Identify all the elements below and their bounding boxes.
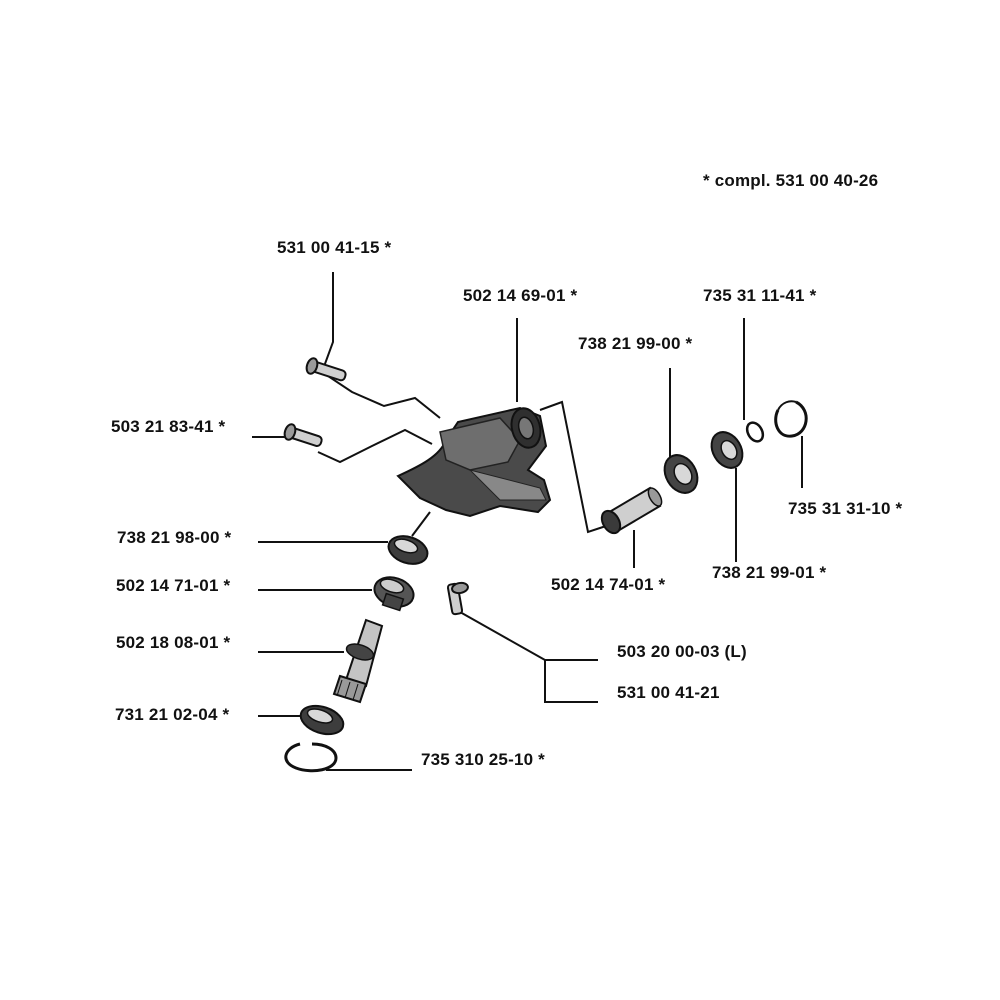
label-output-shaft: 502 18 08-01 * [116, 633, 231, 652]
bearing-upper-inner-part [663, 454, 699, 494]
leader-housing-to-bearing [411, 511, 431, 537]
washer-small-part [745, 421, 765, 443]
label-bearing-lower-top: 738 21 98-00 * [117, 528, 232, 547]
label-gear-housing: 502 14 69-01 * [463, 286, 578, 305]
label-circlip-bottom: 735 310 25-10 * [421, 750, 545, 769]
label-pinion-gear: 502 14 74-01 * [551, 575, 666, 594]
label-bearing-bottom: 731 21 02-04 * [115, 705, 230, 724]
circlip-right-part [774, 400, 808, 438]
label-bevel-gear: 502 14 71-01 * [116, 576, 231, 595]
bearing-lower-top-part [387, 535, 429, 565]
gear-housing-part [396, 406, 552, 518]
leader-screw-left-b [317, 428, 433, 464]
pinion-gear-part [600, 486, 663, 535]
label-washer-small: 735 31 11-41 * [703, 286, 817, 305]
leader-housing-to-pinion [539, 400, 607, 534]
label-screw-top: 531 00 41-15 * [277, 238, 392, 257]
bearing-upper-outer-part [710, 431, 744, 469]
leader-lines [252, 272, 803, 771]
kit-note-label: * compl. 531 00 40-26 [703, 171, 879, 190]
label-bearing-upper-inner: 738 21 99-00 * [578, 334, 693, 353]
label-screw-left: 503 21 83-41 * [111, 417, 226, 436]
leader-screw-bracket [459, 611, 598, 661]
screw-top-part [305, 357, 347, 382]
screw-l-part [446, 581, 469, 616]
label-bearing-upper-outer: 738 21 99-01 * [712, 563, 827, 582]
output-shaft-part [332, 618, 384, 704]
screw-left-part [283, 423, 323, 447]
circlip-bottom-part [284, 742, 338, 773]
leader-bracket-vertical [544, 660, 598, 703]
leader-screw-top [320, 272, 441, 419]
label-screw-l: 503 20 00-03 (L) [617, 642, 747, 661]
bevel-gear-part [373, 576, 415, 612]
bearing-bottom-part [299, 704, 345, 736]
label-screw-r: 531 00 41-21 [617, 683, 720, 702]
label-circlip-right: 735 31 31-10 * [788, 499, 903, 518]
